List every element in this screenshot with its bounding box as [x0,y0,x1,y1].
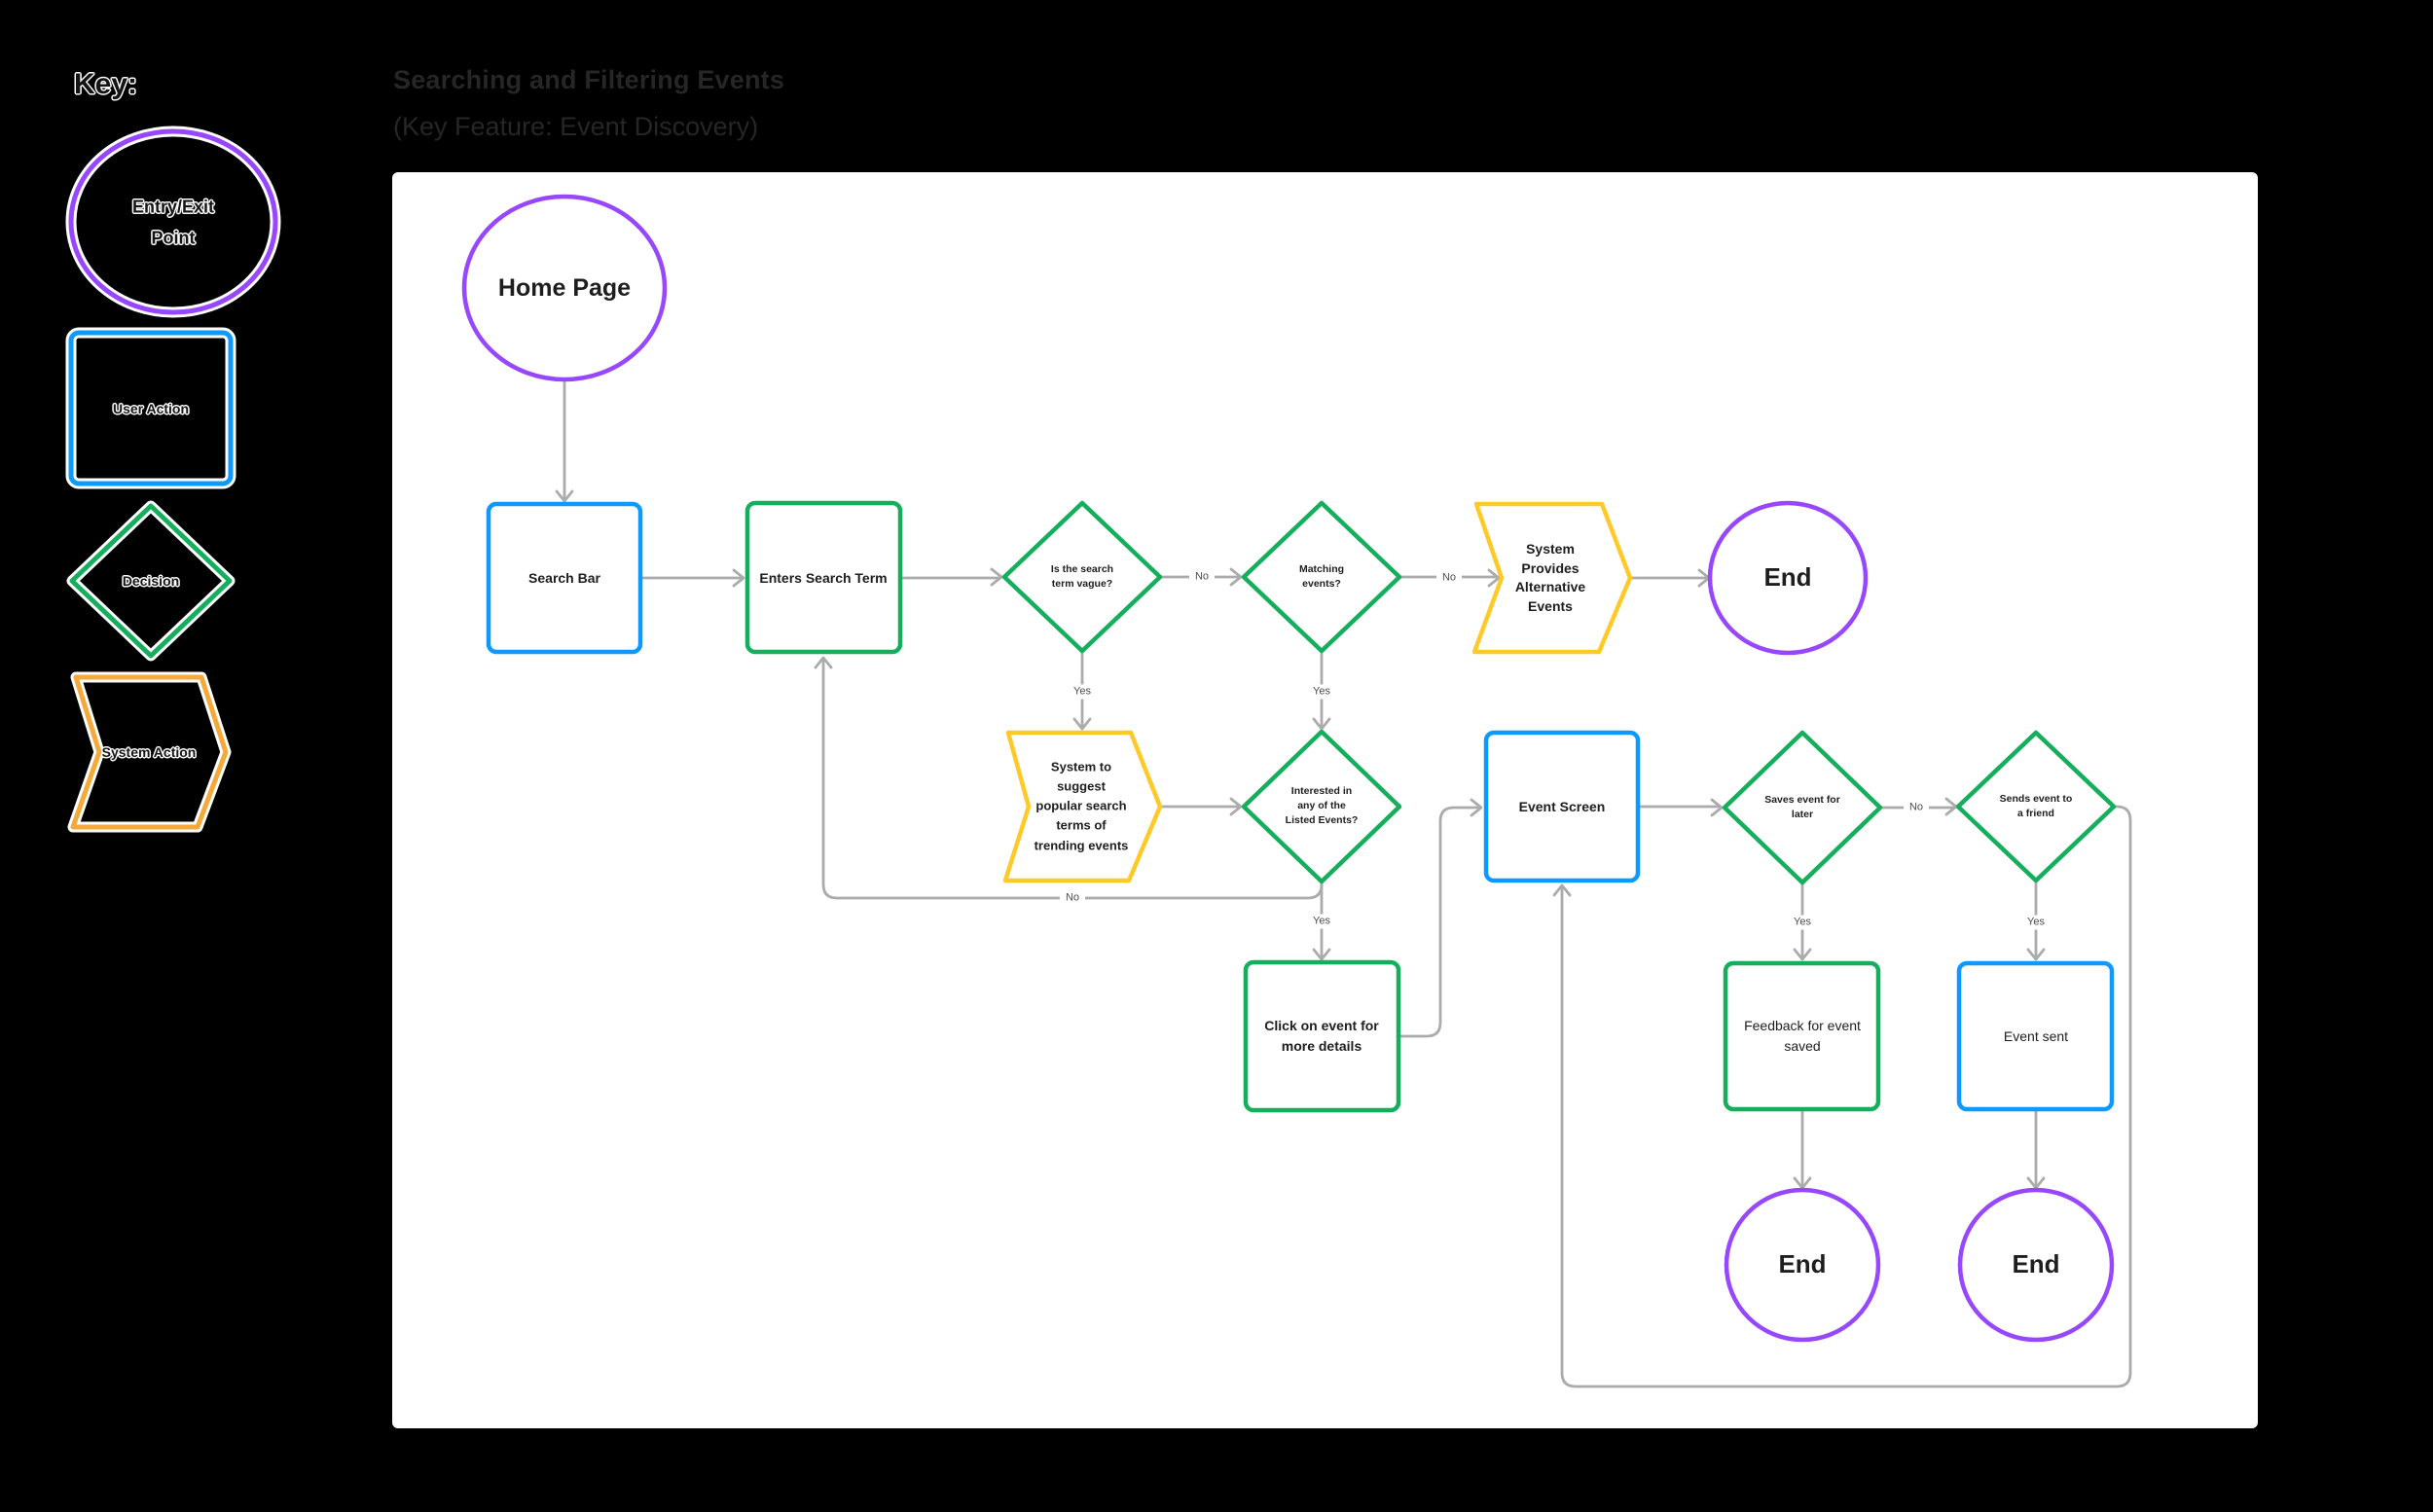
label-line: popular search [1035,798,1127,813]
node-vague-shape [1001,500,1163,654]
node-click-details-label: Click on event for more details [1264,1016,1378,1057]
node-saves-label: Saves event for later [1764,793,1840,822]
node-interested-label: Interested in any of the Listed Events? [1286,784,1359,829]
edge-label-vague-no: No [1188,569,1216,585]
edge-eventsent-to-end [2026,1107,2046,1190]
edge-feedback-to-end [1793,1107,1812,1190]
edge-label-matching-no: No [1435,570,1463,586]
label-line: Feedback for event [1744,1018,1861,1033]
node-home-page-label: Home Page [497,273,632,302]
node-alt-events-label: System Provides Alternative Events [1515,540,1585,616]
node-end-saved-label: End [1778,1249,1827,1279]
edge-label-saves-no: No [1903,800,1930,815]
node-event-screen-shape [1483,730,1641,883]
label-line: Saves event for [1764,793,1840,806]
key-shape-system-action [67,671,232,833]
label-line: Click on event for [1264,1018,1379,1033]
node-enters-search-term-label: Enters Search Term [759,569,888,586]
header: Searching and Filtering Events (Key Feat… [393,64,784,142]
edge-enters-to-vague [898,567,1003,587]
key-shape-decision [66,500,236,662]
key-label-system-action: System Action [101,744,197,760]
label-line: term vague? [1051,578,1113,590]
key-shape-entry-exit-point [65,126,281,318]
key-label-line: Point [151,228,196,247]
key-label-entry-exit-point: Entry/Exit Point [132,193,214,254]
node-suggest-label: System to suggest popular search terms o… [1035,758,1129,856]
label-line: Sends event to [1999,792,2073,805]
label-line: Events [1528,597,1573,614]
edge-searchbar-to-enters [638,568,745,588]
node-interested-shape [1241,729,1402,884]
node-end-sent-label: End [2012,1249,2060,1279]
label-line: trending events [1034,838,1129,853]
node-end-top-shape [1707,500,1869,656]
node-end-sent-shape [1957,1187,2115,1343]
node-sends-shape [1955,730,2117,883]
label-line: Matching [1298,562,1345,575]
edge-label-saves-yes: Yes [1788,915,1817,930]
edge-home-to-searchbar [555,378,574,503]
edge-label-matching-yes: Yes [1307,684,1336,700]
node-vague-label: Is the search term vague? [1051,562,1113,592]
flowchart-graphics [461,194,2132,1388]
edge-suggest-to-interested [1158,797,1243,816]
node-event-sent-shape [1956,960,2115,1112]
node-sends-label: Sends event to a friend [2000,792,2073,821]
label-line: Provides [1521,559,1580,576]
key-title: Key: [74,68,138,100]
edge-label-interested-yes: Yes [1307,914,1336,929]
label-line: events? [1302,578,1341,590]
label-line: Is the search [1050,562,1114,575]
edge-altevents-to-end [1628,568,1711,588]
label-line: a friend [2017,808,2054,819]
key-label-user-action: User Action [112,401,190,416]
node-saves-shape [1722,730,1883,885]
node-search-bar-label: Search Bar [528,569,600,586]
key-shape-user-action [65,327,236,489]
label-line: System to [1050,759,1112,774]
page-title: Searching and Filtering Events [393,65,785,94]
label-line: saved [1784,1038,1821,1054]
node-suggest-shape [1002,730,1163,883]
edge-label-sends-yes: Yes [2021,915,2051,930]
label-line: terms of [1056,818,1107,834]
flowchart-canvas: Home Page Search Bar Enters Search Term … [392,172,2258,1428]
node-matching-label: Matching events? [1299,562,1344,592]
node-enters-search-term-shape [744,500,903,655]
page-subtitle: (Key Feature: Event Discovery) [393,112,759,141]
node-feedback-shape [1723,960,1881,1112]
label-line: Interested in [1290,785,1353,798]
node-matching-shape [1241,500,1402,654]
key-shapes [65,126,281,833]
label-line: Listed Events? [1285,814,1359,827]
node-click-details-shape [1243,959,1401,1113]
label-line: any of the [1297,800,1346,812]
edge-eventscreen-to-saves [1636,798,1724,817]
label-line: suggest [1057,778,1106,794]
key-label-line: Entry/Exit [131,197,215,217]
edge-sends-return-to-eventscreen [1552,805,2132,1388]
edge-label-vague-yes: Yes [1068,684,1097,700]
node-search-bar-shape [486,501,643,655]
label-line: System [1526,540,1575,557]
edge-click-to-eventscreen [1397,798,1483,1038]
label-line: later [1791,809,1814,820]
node-end-saved-shape [1724,1187,1881,1343]
edge-label-interested-no: No [1059,890,1086,906]
node-end-top-label: End [1763,562,1812,593]
node-alt-events-shape [1471,501,1633,655]
node-event-screen-label: Event Screen [1518,798,1606,814]
node-feedback-label: Feedback for event saved [1744,1016,1861,1057]
edge-interested-no-return-to-enters [814,656,1324,900]
label-line: Alternative [1514,579,1586,594]
key-label-decision: Decision [122,573,180,589]
node-event-sent-label: Event sent [2003,1027,2069,1044]
label-line: more details [1281,1038,1362,1054]
node-home-page-shape [461,194,668,382]
